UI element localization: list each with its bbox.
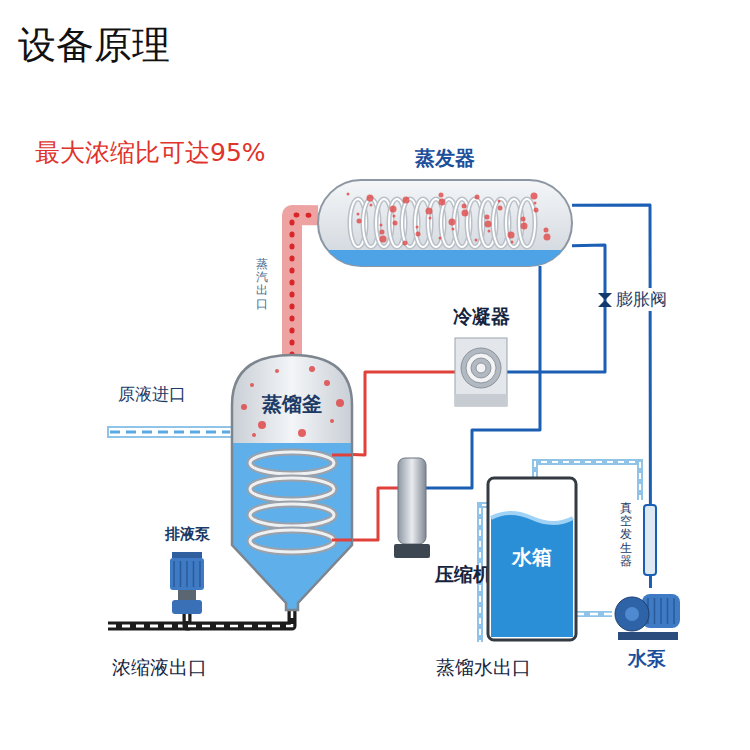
title: 设备原理 <box>18 20 170 71</box>
node-label: 水箱 <box>512 544 552 571</box>
expansion-valve <box>598 293 612 307</box>
compressor: 压缩机 <box>398 458 426 558</box>
label: 最大浓缩比可达95% <box>35 136 266 169</box>
pipe-label: 膨胀阀 <box>616 288 667 311</box>
compressor-shape <box>398 458 426 558</box>
node-label: 水泵 <box>628 646 666 672</box>
pipe-label: 蒸汽出口 <box>256 258 268 311</box>
vacuum-generator <box>644 505 656 575</box>
condenser: 冷凝器 <box>455 338 507 406</box>
inlet-pipe <box>108 427 232 437</box>
water-pump-shape <box>612 588 682 640</box>
pipe-connector <box>352 372 455 455</box>
outlet-pipe <box>108 626 190 627</box>
evaporator-shape <box>318 180 572 266</box>
pipe-connector <box>352 488 398 540</box>
distillation-vessel: 蒸馏釜 <box>232 355 352 610</box>
node-label: 冷凝器 <box>453 304 510 330</box>
node-label: 压缩机 <box>435 562 492 588</box>
pipe-connector <box>572 205 651 588</box>
water-pump: 水泵 <box>612 588 682 640</box>
pipe-texture <box>187 610 292 626</box>
drain-pump: 排液泵 <box>168 552 206 614</box>
pipe-texture <box>292 215 318 355</box>
label: 浓缩液出口 <box>112 655 207 681</box>
pipe-connector <box>292 215 318 355</box>
node-label: 排液泵 <box>165 525 210 544</box>
label: 原液进口 <box>118 383 186 406</box>
pipe-label: 真空发生器 <box>620 502 632 568</box>
node-label: 蒸馏釜 <box>262 391 322 418</box>
pipe-connector <box>187 610 292 626</box>
pipe-connector <box>426 266 540 488</box>
node-label: 蒸发器 <box>415 145 475 172</box>
pipe-connector <box>576 611 612 617</box>
pipe-texture <box>576 613 612 616</box>
drain-pump-shape <box>168 552 206 614</box>
condenser-shape <box>455 338 507 406</box>
water-tank: 水箱 <box>488 478 576 640</box>
evaporator: 蒸发器 <box>318 180 572 266</box>
label: 蒸馏水出口 <box>436 655 531 681</box>
